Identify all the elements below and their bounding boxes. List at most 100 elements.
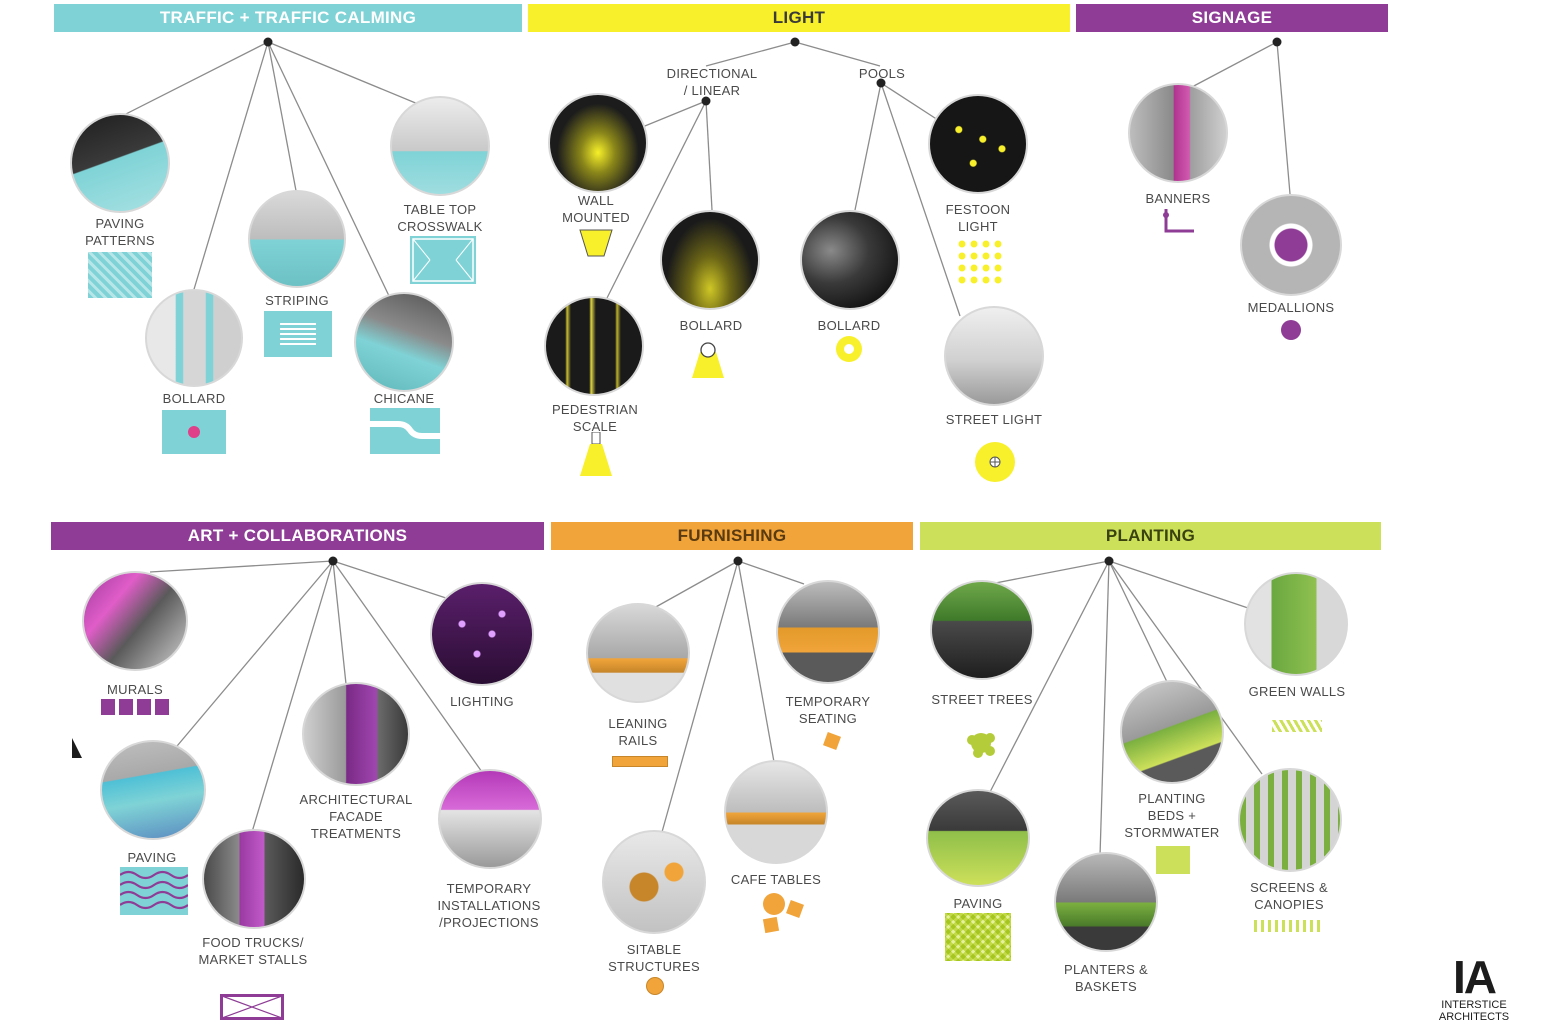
- table-top-icon: [412, 238, 474, 282]
- photo-food-trucks: [202, 829, 306, 929]
- link-cafe-tables: [737, 560, 775, 763]
- label-architectural: ARCHITECTURAL FACADE TREATMENTS: [299, 792, 413, 841]
- label-street-light: STREET LIGHT: [945, 412, 1043, 427]
- link-temp-seating: [737, 560, 805, 585]
- link-planters: [1099, 560, 1110, 857]
- logo-mark: IA: [1453, 951, 1497, 1003]
- street-light-icon: [975, 442, 1015, 482]
- paving-plant-icon: [945, 913, 1011, 961]
- photo-festoon: [928, 94, 1028, 194]
- photo-table-top: [390, 96, 490, 196]
- label-food-trucks: FOOD TRUCKS/ MARKET STALLS: [198, 935, 308, 967]
- photo-paving-patterns: [70, 113, 170, 213]
- hub-planting: [1104, 556, 1114, 566]
- label-pools: POOLS: [858, 66, 906, 81]
- link-lighting: [332, 560, 447, 599]
- hub-light: [790, 37, 800, 47]
- label-directional: DIRECTIONAL / LINEAR: [666, 66, 758, 98]
- link-medallions: [1276, 41, 1291, 195]
- pedestrian-icon: [580, 432, 612, 476]
- link-temp-install: [332, 560, 483, 773]
- label-medallions: MEDALLIONS: [1247, 300, 1335, 315]
- photo-temp-seating: [776, 580, 880, 684]
- swatch-chicane: [370, 408, 440, 454]
- link-screens: [1108, 560, 1263, 775]
- pink-dot-icon: [188, 426, 200, 438]
- photo-leaning-rails: [586, 603, 690, 703]
- header-light: LIGHT: [528, 4, 1070, 32]
- label-banners: BANNERS: [1145, 191, 1211, 206]
- photo-striping: [248, 190, 346, 288]
- photo-architectural: [302, 682, 410, 786]
- partial-shape-icon: [72, 738, 82, 758]
- swatch-table-top: [410, 236, 476, 284]
- label-bollard-dir: BOLLARD: [679, 318, 743, 333]
- label-striping: STRIPING: [265, 293, 329, 308]
- sitable-icon: [646, 977, 664, 995]
- photo-planters: [1054, 852, 1158, 952]
- interstice-logo: IA INTERSTICE ARCHITECTS: [1428, 951, 1520, 1023]
- link-banners: [1189, 41, 1278, 89]
- hub-furnishing: [733, 556, 743, 566]
- label-lighting: LIGHTING: [450, 694, 514, 709]
- label-pedestrian: PEDESTRIAN SCALE: [551, 402, 639, 434]
- label-paving-art: PAVING: [127, 850, 177, 865]
- screens-icon: [1254, 920, 1324, 932]
- bollard-dir-icon: [692, 342, 724, 378]
- photo-screens: [1238, 768, 1342, 872]
- photo-wall-mounted: [548, 93, 648, 193]
- link-paving-patterns: [117, 41, 269, 119]
- label-green-walls: GREEN WALLS: [1248, 684, 1346, 699]
- bollard-pools-icon: [836, 336, 862, 362]
- label-planting-beds: PLANTING BEDS + STORMWATER: [1124, 791, 1220, 840]
- photo-paving-art: [100, 740, 206, 840]
- label-street-trees: STREET TREES: [931, 692, 1033, 707]
- label-festoon: FESTOON LIGHT: [945, 202, 1011, 234]
- label-paving-patterns: PAVING PATTERNS: [85, 216, 155, 248]
- logo-name: INTERSTICE ARCHITECTS: [1438, 999, 1510, 1023]
- link-wall-mounted: [639, 100, 707, 129]
- label-murals: MURALS: [107, 682, 163, 697]
- label-table-top: TABLE TOP CROSSWALK: [397, 202, 483, 234]
- hub-art: [328, 556, 338, 566]
- header-signage: SIGNAGE: [1076, 4, 1388, 32]
- photo-bollard-dir: [660, 210, 760, 310]
- photo-lighting: [430, 582, 534, 686]
- link-paving-art: [171, 560, 334, 753]
- link-street-trees: [979, 560, 1110, 587]
- photo-green-walls: [1244, 572, 1348, 676]
- label-bollard-traffic: BOLLARD: [162, 391, 226, 406]
- hub-pools: [876, 78, 886, 88]
- label-wall-mounted: WALL MOUNTED: [562, 193, 630, 225]
- chicane-icon: [370, 408, 440, 454]
- label-sitable: SITABLE STRUCTURES: [608, 942, 700, 974]
- photo-paving-plant: [926, 789, 1030, 887]
- hub-traffic: [263, 37, 273, 47]
- photo-sitable: [602, 830, 706, 934]
- label-screens: SCREENS & CANOPIES: [1250, 880, 1328, 912]
- link-festoon: [880, 82, 939, 121]
- photo-cafe-tables: [724, 760, 828, 864]
- link-planting-beds: [1108, 560, 1169, 685]
- photo-murals: [82, 571, 188, 671]
- link-directional: [705, 41, 796, 67]
- header-traffic: TRAFFIC + TRAFFIC CALMING: [54, 4, 522, 32]
- hub-directional: [701, 96, 711, 106]
- planting-beds-icon: [1156, 846, 1190, 874]
- swatch-striping: [264, 311, 332, 357]
- link-murals: [149, 560, 334, 573]
- medallions-icon: [1281, 320, 1301, 340]
- link-street-light: [880, 82, 961, 317]
- link-chicane: [267, 41, 391, 299]
- food-trucks-icon: [220, 994, 284, 1020]
- label-bollard-pools: BOLLARD: [817, 318, 881, 333]
- link-sitable: [661, 560, 739, 833]
- link-architectural: [332, 560, 347, 685]
- paving-art-icon: [120, 867, 188, 915]
- link-bollard-dir: [705, 100, 713, 211]
- hub-signage: [1272, 37, 1282, 47]
- photo-pedestrian: [544, 296, 644, 396]
- link-striping: [267, 41, 298, 197]
- label-planters: PLANTERS & BASKETS: [1064, 962, 1148, 994]
